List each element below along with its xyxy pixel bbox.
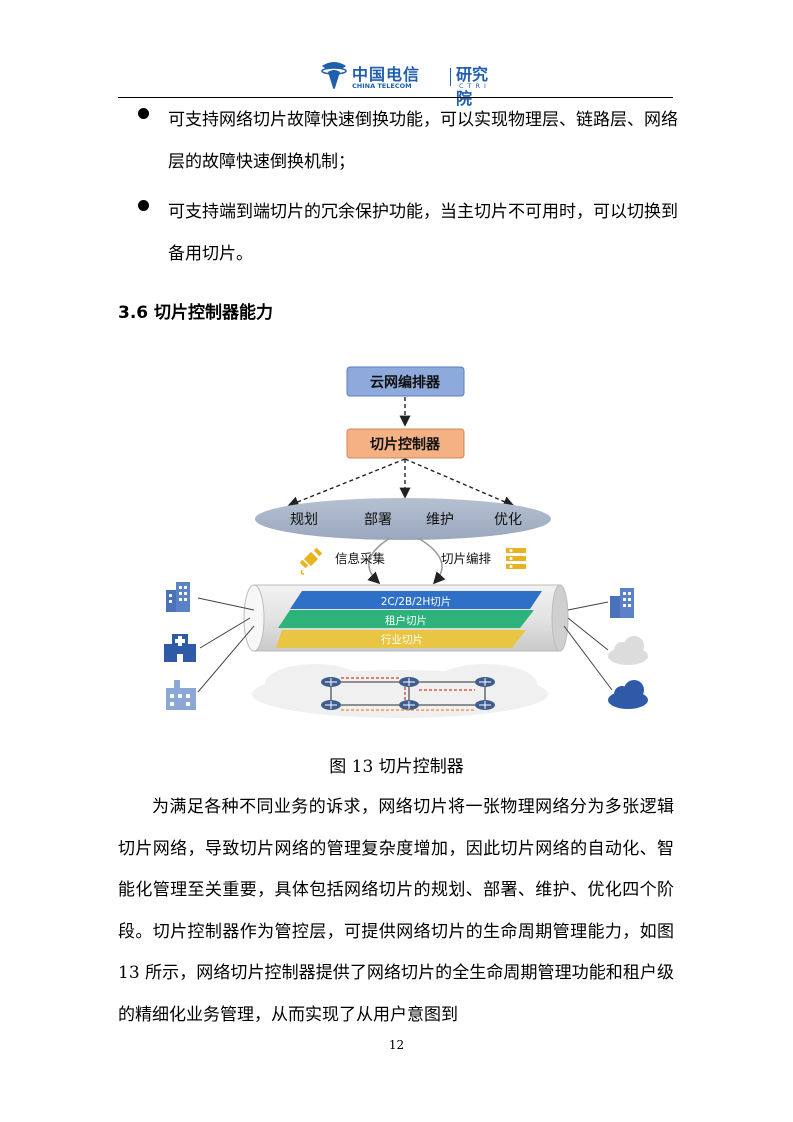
body-paragraph: 为满足各种不同业务的诉求，网络切片将一张物理网络分为多张逻辑切片网络，导致切片网… bbox=[118, 797, 674, 1025]
stage-maintenance: 维护 bbox=[426, 512, 454, 528]
router-icon bbox=[475, 677, 495, 687]
figure-caption: 图 13 切片控制器 bbox=[329, 757, 464, 777]
slice-label-tenant: 租户切片 bbox=[385, 614, 427, 627]
cloud-orchestrator-box bbox=[346, 366, 465, 397]
slice-controller-figure: 云网编排器 切片控制器 规划 部署 维护 优化 信息采集 切片编排 bbox=[150, 360, 650, 725]
slice-controller-label: 切片控制器 bbox=[370, 436, 441, 453]
logo-chinese-text: 中国电信 bbox=[352, 65, 421, 84]
bullet-text: 可支持网络切片故障快速倒换功能，可以实现物理层、链路层、网络层的故障快速倒换机制… bbox=[168, 110, 678, 172]
slice-band-2c2b2h bbox=[290, 591, 542, 609]
list-item: 可支持端到端切片的冗余保护功能，当主切片不可用时，可以切换到备用切片。 bbox=[138, 191, 678, 275]
network-links bbox=[330, 677, 486, 711]
connector-left-2 bbox=[199, 617, 251, 649]
list-item: 可支持网络切片故障快速倒换功能，可以实现物理层、链路层、网络层的故障快速倒换机制… bbox=[138, 99, 678, 183]
router-icon bbox=[399, 677, 419, 687]
slice-label-2c2b2h: 2C/2B/2H切片 bbox=[381, 595, 452, 608]
logo-english-text: CHINA TELECOM bbox=[352, 82, 412, 90]
stage-planning: 规划 bbox=[290, 512, 318, 528]
office-building-icon bbox=[166, 582, 190, 612]
bullet-dot-icon bbox=[138, 200, 149, 211]
section-title: 3.6 切片控制器能力 bbox=[118, 303, 274, 323]
collect-arc-arrow bbox=[367, 537, 391, 585]
router-icon bbox=[321, 677, 341, 687]
info-collection-label: 信息采集 bbox=[335, 551, 386, 566]
connector-right-1 bbox=[567, 601, 609, 611]
orchestrate-arc-arrow bbox=[417, 537, 446, 585]
lifecycle-ellipse bbox=[255, 498, 551, 540]
connector-right-2 bbox=[567, 617, 609, 651]
slice-orchestration-label: 切片编排 bbox=[441, 551, 492, 566]
stage-optimization: 优化 bbox=[494, 512, 522, 528]
slice-label-industry: 行业切片 bbox=[381, 633, 423, 646]
bullet-dot-icon bbox=[138, 108, 149, 119]
stage-deployment: 部署 bbox=[364, 512, 392, 528]
header-divider bbox=[118, 97, 673, 98]
institute-name: 研究院 bbox=[456, 65, 489, 108]
slice-band-tenant bbox=[278, 610, 534, 628]
china-telecom-logo-mark-icon bbox=[321, 62, 347, 89]
hospital-icon bbox=[164, 634, 196, 662]
orchestration-list-icon bbox=[506, 548, 526, 569]
cloud-orchestrator-label: 云网编排器 bbox=[370, 374, 441, 391]
bullet-text: 可支持端到端切片的冗余保护功能，当主切片不可用时，可以切换到备用切片。 bbox=[168, 202, 678, 264]
connector-left-1 bbox=[197, 597, 255, 611]
logo-separator bbox=[450, 68, 451, 86]
arrow-to-planning bbox=[287, 458, 406, 508]
office-building-icon bbox=[610, 588, 634, 618]
page-header: 中国电信 CHINA TELECOM 研究院 CTRI bbox=[0, 52, 793, 108]
slice-controller-box bbox=[346, 428, 465, 459]
arrow-to-optimization bbox=[404, 458, 515, 507]
china-telecom-logo: 中国电信 CHINA TELECOM 研究院 CTRI bbox=[318, 58, 498, 108]
connector-right-3 bbox=[563, 625, 613, 691]
connector-left-3 bbox=[197, 625, 255, 693]
router-icon bbox=[321, 700, 341, 710]
router-icon bbox=[475, 700, 495, 710]
satellite-icon bbox=[299, 547, 323, 575]
physical-network-cloud bbox=[252, 664, 548, 718]
cloud-icon bbox=[608, 680, 648, 709]
router-icon bbox=[399, 700, 419, 710]
slice-band-industry bbox=[276, 630, 526, 648]
figure-diagram: 云网编排器 切片控制器 规划 部署 维护 优化 信息采集 切片编排 bbox=[164, 366, 648, 718]
cloud-icon bbox=[608, 636, 648, 665]
institute-abbrev: CTRI bbox=[459, 82, 490, 90]
page-number: 12 bbox=[388, 1038, 405, 1052]
factory-icon bbox=[166, 680, 196, 710]
